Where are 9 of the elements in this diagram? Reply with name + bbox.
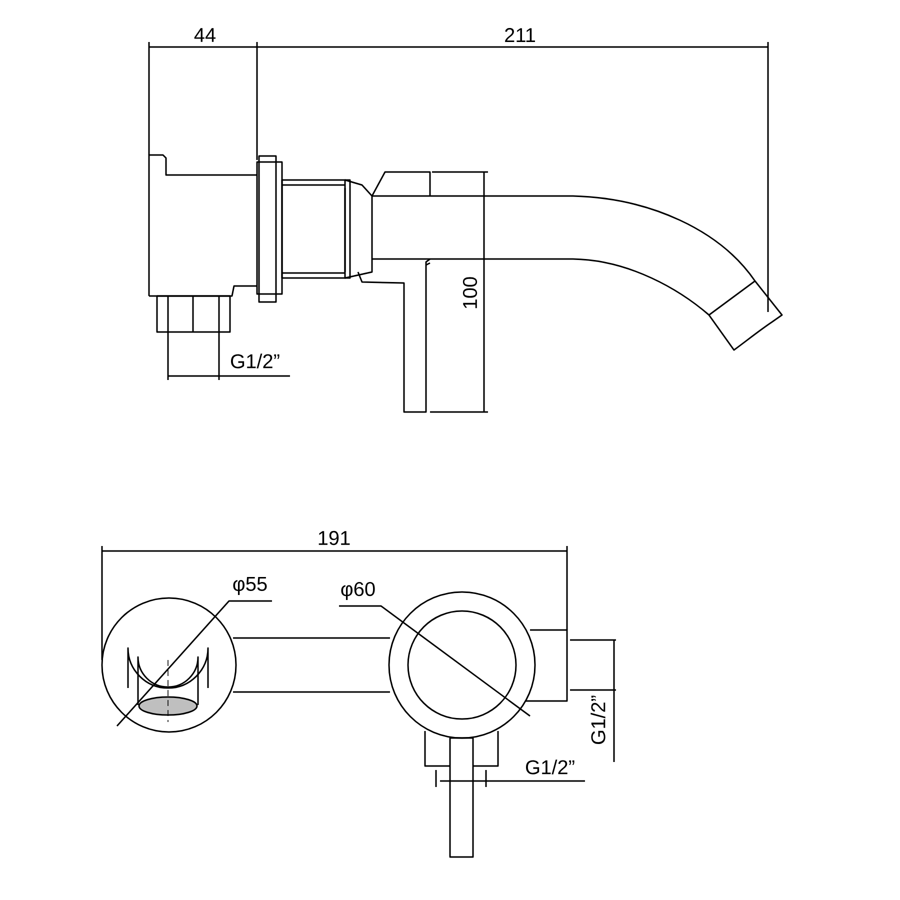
dimension-text: φ55 (233, 577, 267, 595)
dimension-text: G1/2” (590, 696, 606, 744)
dimension-text: 211 (505, 28, 535, 42)
dimension-text: φ60 (341, 582, 375, 600)
dimension-text: 44 (194, 28, 216, 42)
dimension-text: 191 (318, 530, 350, 546)
dimension-text: G1/2” (231, 354, 280, 368)
dimension-text: G1/2” (526, 760, 574, 774)
dimension-text: 100 (462, 277, 478, 308)
